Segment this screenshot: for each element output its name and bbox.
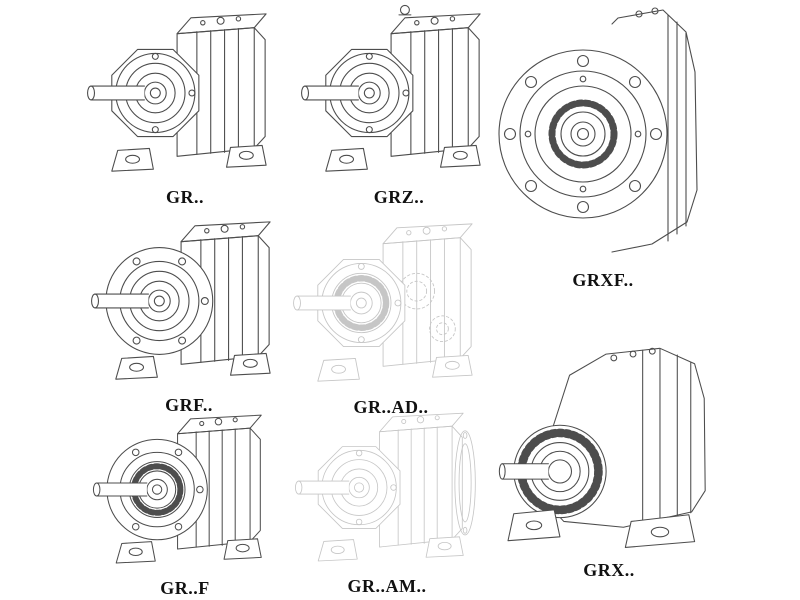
gearbox-drawing-gr-am — [294, 412, 476, 562]
model-figure-gr-am: GR..AM.. — [288, 402, 486, 597]
gearbox-drawing-grxf — [498, 0, 708, 268]
model-figure-grz: GRZ.. — [300, 2, 498, 208]
model-label-gr-am: GR..AM.. — [347, 576, 427, 596]
model-label-grz: GRZ.. — [373, 187, 425, 207]
model-figure-gr-ad: GR..AD.. — [292, 212, 490, 418]
model-label-gr-ad: GR..AD.. — [353, 397, 429, 417]
gearbox-drawing-gr — [87, 13, 267, 172]
model-label-gr-f: GR..F — [160, 578, 210, 598]
model-label-grf: GRF.. — [165, 395, 213, 415]
model-label-gr: GR.. — [166, 187, 204, 207]
gearbox-drawing-grz — [301, 4, 481, 172]
gearbox-drawing-grx — [494, 306, 724, 558]
model-figure-grx: GRX.. — [494, 306, 724, 581]
gearbox-drawing-gr-ad — [293, 223, 473, 382]
gearbox-drawing-grf — [91, 221, 271, 380]
model-figure-grf: GRF.. — [90, 210, 288, 416]
model-figure-gr: GR.. — [86, 2, 284, 208]
model-figure-gr-f: GR..F — [86, 404, 284, 599]
model-label-grx: GRX.. — [583, 560, 635, 580]
gearbox-drawing-gr-f — [92, 414, 262, 564]
model-label-grxf: GRXF.. — [572, 270, 634, 290]
model-figure-grxf: GRXF.. — [498, 0, 708, 291]
